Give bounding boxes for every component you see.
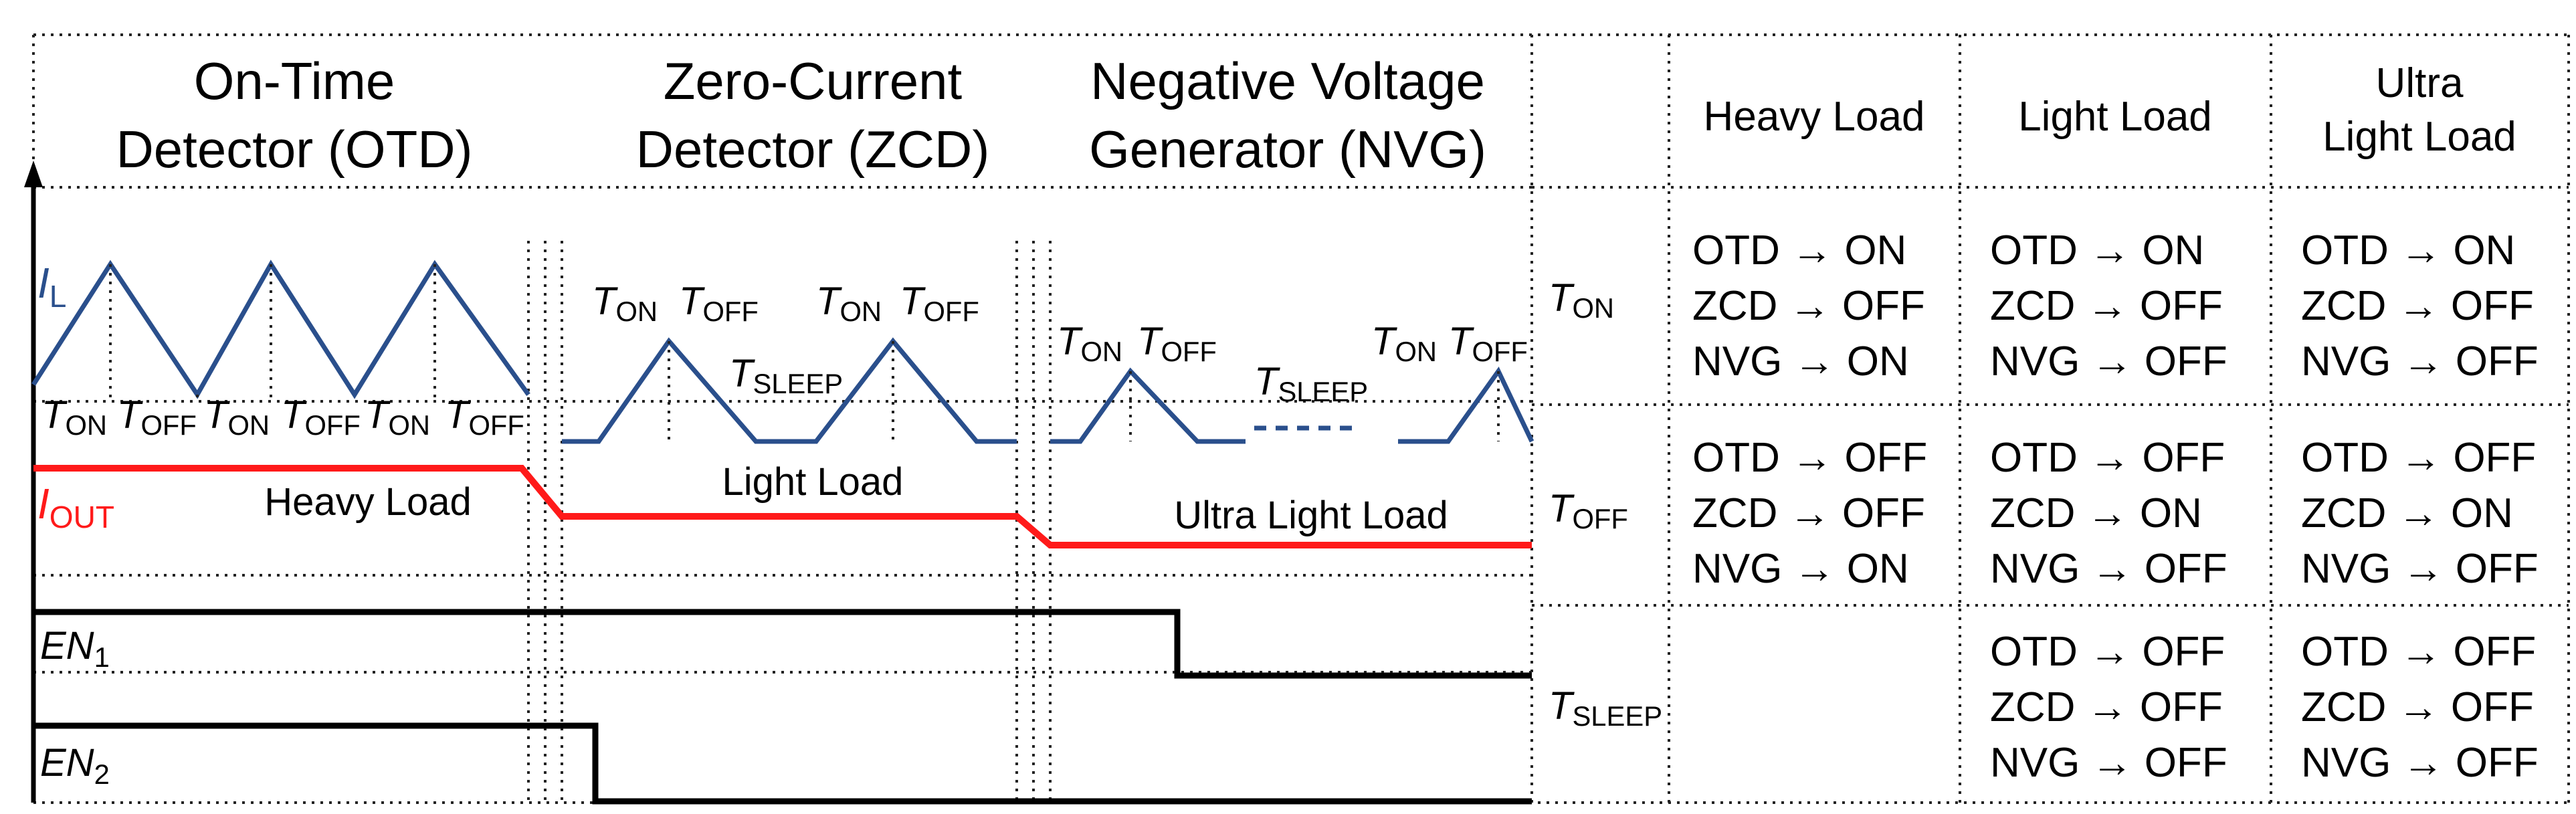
table-cell: NVG → OFF: [1990, 546, 2227, 592]
row-label-ton: TON: [1549, 276, 1614, 324]
en2-label: EN2: [40, 741, 110, 790]
detector-headers: On-Time Detector (OTD) Zero-Current Dete…: [116, 52, 1486, 179]
inductor-current-waveform: [31, 260, 1534, 444]
table-cell: OTD → ON: [2301, 227, 2515, 274]
il-waveform-light: [562, 337, 1017, 444]
ton-label: TON: [41, 393, 107, 441]
nvg-header-line2: Generator (NVG): [1089, 120, 1486, 179]
ultra-light-load-label: Ultra Light Load: [1174, 494, 1448, 537]
table-cell: OTD → OFF: [2301, 435, 2536, 481]
table-cell: NVG → ON: [1692, 546, 1909, 592]
iout-label: IOUT: [37, 480, 114, 534]
il-label: IL: [37, 259, 66, 314]
light-timing-labels: TON TOFF TON TOFF TSLEEP: [592, 280, 979, 399]
ton-label: TON: [592, 280, 658, 327]
col-header-ultra-line2: Light Load: [2322, 114, 2516, 160]
toff-label: TOFF: [117, 393, 197, 441]
row-label-tsleep: TSLEEP: [1549, 684, 1662, 732]
il-waveform-ultra-2: [1398, 367, 1534, 444]
otd-header-line2: Detector (OTD): [116, 120, 472, 179]
table-cell: NVG → OFF: [2301, 546, 2539, 592]
ton-label: TON: [1371, 320, 1437, 367]
iout-waveform: [33, 465, 1532, 548]
otd-header-line1: On-Time: [194, 52, 395, 110]
toff-label: TOFF: [900, 280, 979, 327]
axis-arrow-icon: [24, 161, 43, 187]
table-cell: ZCD → OFF: [1990, 283, 2223, 329]
ton-label: TON: [816, 280, 882, 327]
toff-label: TOFF: [679, 280, 759, 327]
table-cell: NVG → OFF: [1990, 338, 2227, 385]
en2-waveform: [33, 722, 1532, 805]
heavy-timing-labels: TON TOFF TON TOFF TON TOFF: [41, 393, 524, 441]
table-cell: ZCD → OFF: [2301, 283, 2534, 329]
ultra-timing-labels: TON TOFF TSLEEP TON TOFF: [1057, 320, 1528, 407]
table-cell: ZCD → OFF: [1692, 283, 1925, 329]
table-cell: ZCD → ON: [1990, 490, 2202, 536]
en1-waveform: [33, 609, 1532, 679]
col-header-ultra-line1: Ultra: [2376, 60, 2464, 106]
toff-label: TOFF: [445, 393, 524, 441]
light-load-label: Light Load: [722, 460, 904, 504]
table-cell: NVG → OFF: [2301, 740, 2539, 786]
il-waveform-heavy: [31, 260, 530, 399]
diagram-grid: [32, 33, 2570, 804]
ton-label: TON: [1057, 320, 1122, 367]
toff-label: TOFF: [281, 393, 361, 441]
row-label-toff: TOFF: [1549, 487, 1628, 534]
table-cell: OTD → OFF: [2301, 629, 2536, 675]
table-cell: OTD → OFF: [1990, 629, 2225, 675]
table-cell: NVG → OFF: [2301, 338, 2539, 385]
toff-label: TOFF: [1448, 320, 1528, 367]
table-cell: OTD → OFF: [1990, 435, 2225, 481]
table-cell: NVG → ON: [1692, 338, 1909, 385]
table-cell: ZCD → OFF: [1692, 490, 1925, 536]
toff-label: TOFF: [1137, 320, 1217, 367]
col-header-light: Light Load: [2018, 94, 2212, 140]
table-cell: OTD → ON: [1990, 227, 2204, 274]
table-cell: NVG → OFF: [1990, 740, 2227, 786]
tsleep-label: TSLEEP: [729, 352, 843, 399]
zcd-header-line1: Zero-Current: [664, 52, 963, 110]
table-cell: ZCD → OFF: [2301, 684, 2534, 730]
tsleep-label: TSLEEP: [1254, 360, 1368, 407]
ton-label: TON: [365, 393, 430, 441]
zcd-header-line2: Detector (ZCD): [636, 120, 990, 179]
mode-table: Heavy Load Light Load Ultra Light Load T…: [1549, 60, 2539, 786]
table-cell: ZCD → ON: [2301, 490, 2513, 536]
heavy-load-label: Heavy Load: [264, 480, 472, 524]
col-header-heavy: Heavy Load: [1704, 94, 1925, 140]
il-waveform-ultra: [1050, 367, 1246, 444]
time-axis: [24, 161, 43, 803]
en1-label: EN1: [40, 624, 110, 673]
ton-label: TON: [204, 393, 270, 441]
nvg-header-line1: Negative Voltage: [1090, 52, 1485, 110]
table-cell: OTD → OFF: [1692, 435, 1927, 481]
table-cell: ZCD → OFF: [1990, 684, 2223, 730]
table-cell: OTD → ON: [1692, 227, 1906, 274]
